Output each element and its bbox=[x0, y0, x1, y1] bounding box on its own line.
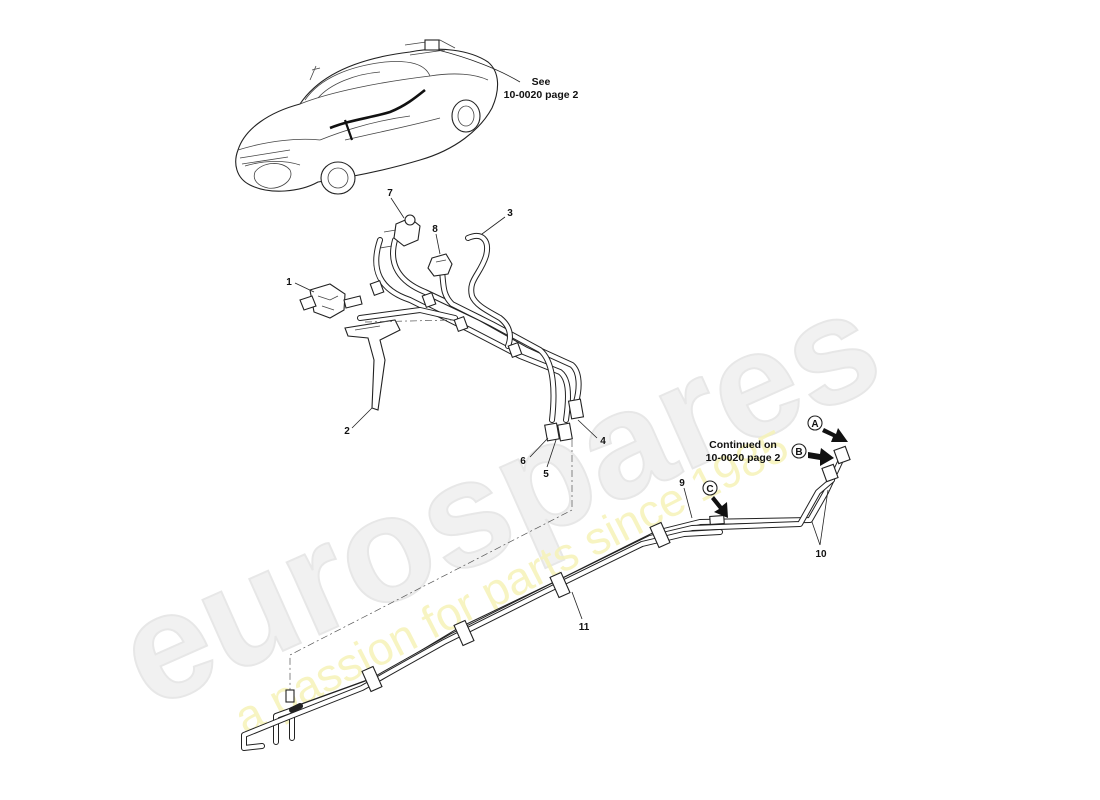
upper-pipe-assembly bbox=[299, 214, 585, 442]
callout-7: 7 bbox=[387, 188, 393, 199]
see-note-line1: See bbox=[532, 76, 551, 88]
callout-9: 9 bbox=[679, 478, 685, 489]
callout-5: 5 bbox=[543, 469, 549, 480]
see-note-line2: 10-0020 page 2 bbox=[504, 89, 579, 101]
connector-A: A bbox=[807, 415, 848, 442]
alignment-line-2 bbox=[364, 319, 453, 323]
part-7-sensor bbox=[379, 214, 421, 249]
connector-C-label: C bbox=[706, 484, 713, 495]
callout-1: 1 bbox=[286, 277, 292, 288]
continued-note-line2: 10-0020 page 2 bbox=[706, 452, 781, 464]
connector-B: B bbox=[791, 443, 834, 466]
callout-2: 2 bbox=[344, 426, 350, 437]
callout-11: 11 bbox=[579, 622, 590, 633]
callout-3: 3 bbox=[507, 208, 513, 219]
part-2-bracket bbox=[344, 319, 401, 411]
callout-10: 10 bbox=[815, 549, 827, 560]
callout-4: 4 bbox=[600, 436, 606, 447]
alignment-line bbox=[289, 440, 573, 690]
car-illustration bbox=[235, 39, 499, 195]
connector-B-label: B bbox=[795, 447, 802, 458]
see-note-leader bbox=[437, 49, 521, 83]
callout-6: 6 bbox=[520, 456, 526, 467]
connector-A-label: A bbox=[811, 419, 818, 430]
lower-pipe-run bbox=[241, 445, 851, 751]
part-1-valve bbox=[299, 283, 363, 319]
leader-lines bbox=[294, 197, 829, 620]
callout-numbers: 1 2 3 4 5 6 7 8 9 10 11 bbox=[286, 188, 827, 633]
part-8-fitting bbox=[427, 253, 453, 277]
continued-note-line1: Continued on bbox=[709, 439, 777, 451]
callout-8: 8 bbox=[432, 224, 438, 235]
connector-C: C bbox=[702, 480, 728, 518]
